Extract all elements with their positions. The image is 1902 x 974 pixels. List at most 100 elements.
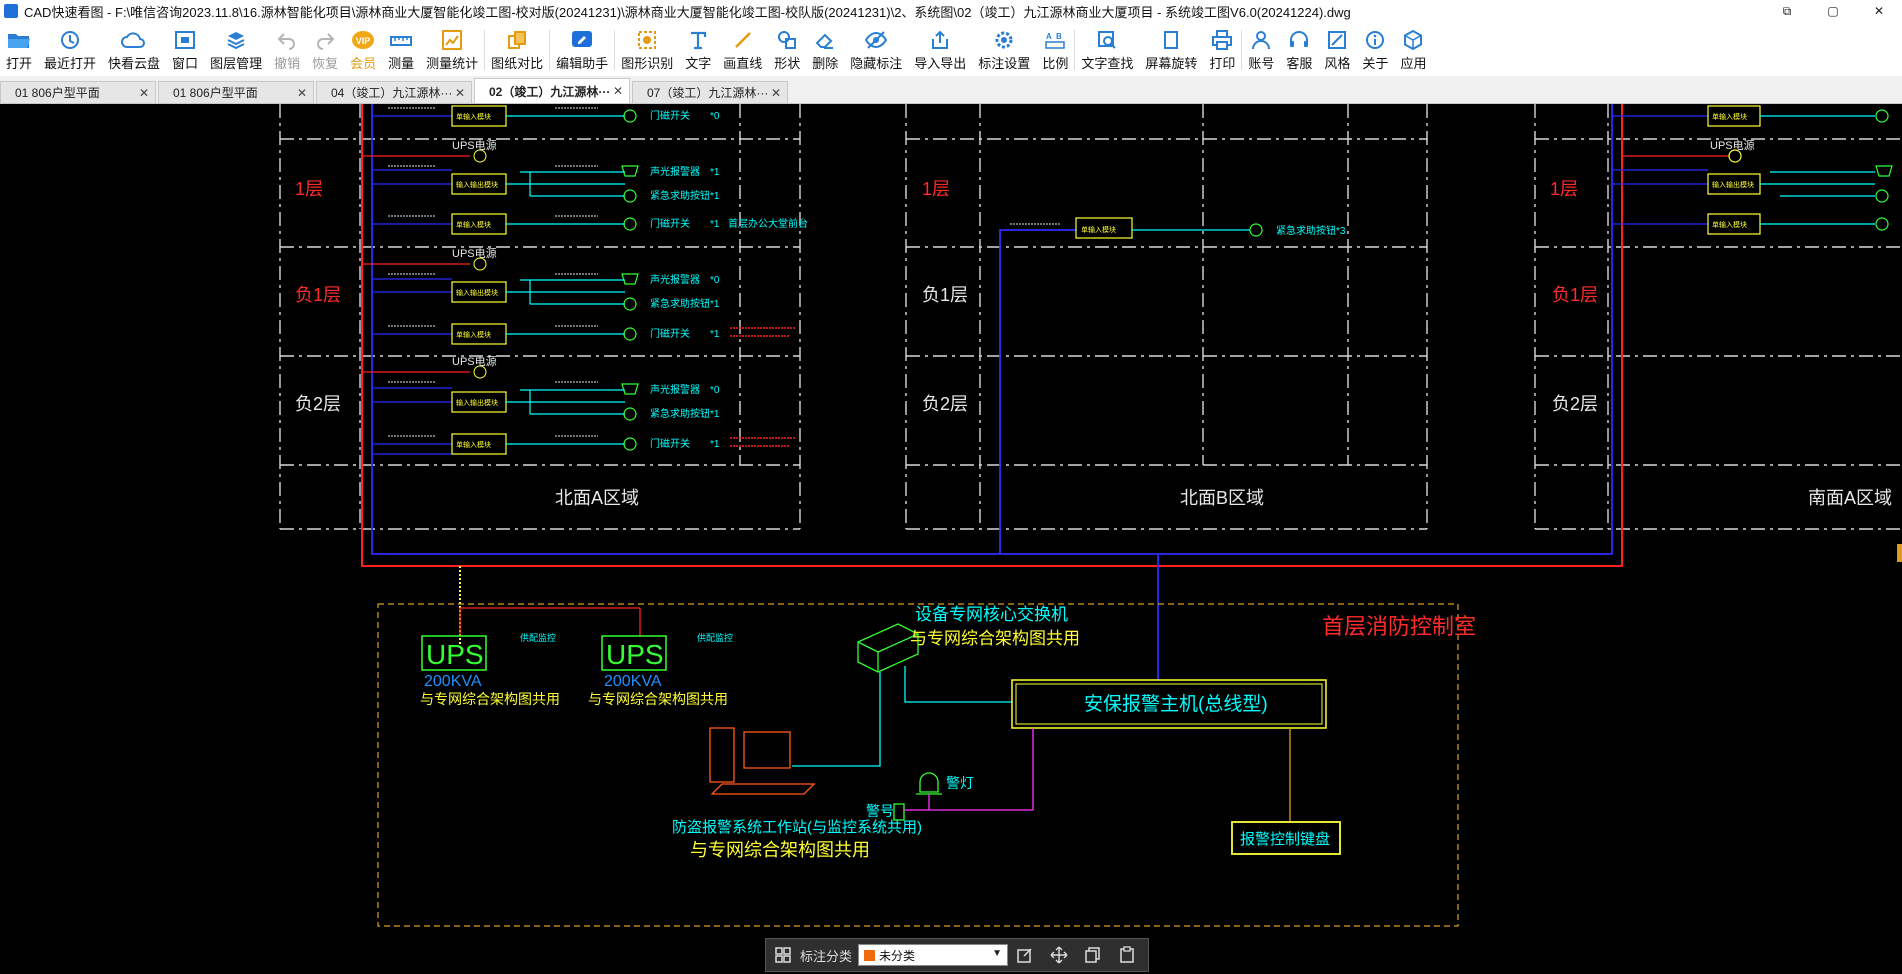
tab-02-drawing-active[interactable]: 02（竣工）九江源林···✕	[474, 78, 630, 103]
svg-text:单输入模块: 单输入模块	[1712, 112, 1747, 121]
svg-text:紧急求助按钮: 紧急求助按钮	[1276, 224, 1336, 237]
draw-line-button[interactable]: 画直线	[717, 22, 768, 76]
svg-text:紧急求助按钮: 紧急求助按钮	[650, 297, 710, 310]
window-button[interactable]: 窗口	[166, 22, 204, 76]
control-room-boundary	[377, 603, 1459, 927]
shape-button[interactable]: 形状	[768, 22, 806, 76]
ruler-icon	[388, 28, 414, 52]
about-button[interactable]: 关于	[1356, 22, 1394, 76]
floor-label-b-b2: 负2层	[922, 394, 968, 414]
core-switch: 设备专网核心交换机 与专网综合架构图共用	[792, 605, 1080, 767]
grid-icon[interactable]	[770, 942, 796, 968]
undo-button[interactable]: 撤销	[268, 22, 306, 76]
device-rows-a: 单输入模块 输入输出模块 单输入模块 输入输出模块 单输入模块 输入输出模块 单…	[362, 105, 808, 455]
account-button[interactable]: 账号	[1242, 22, 1280, 76]
tab-806-plan-1[interactable]: 01 806户型平面✕	[0, 81, 156, 103]
shape-recognize-icon	[634, 28, 660, 52]
svg-text:A: A	[1046, 32, 1052, 41]
import-export-button[interactable]: 导入导出	[908, 22, 972, 76]
measure-stats-icon	[439, 28, 465, 52]
siren: 警号	[866, 803, 930, 821]
svg-text:单输入模块: 单输入模块	[456, 220, 491, 229]
window-title: CAD快速看图 - F:\唯信咨询2023.11.8\16.源林智能化项目\源林…	[24, 4, 1351, 20]
svg-text:紧急求助按钮: 紧急求助按钮	[650, 407, 710, 420]
tab-07-drawing[interactable]: 07（竣工）九江源林···✕	[632, 81, 788, 103]
svg-text:声光报警器: 声光报警器	[650, 383, 700, 396]
text-search-icon	[1094, 28, 1120, 52]
close-window-button[interactable]: ✕	[1873, 4, 1885, 18]
redo-button[interactable]: 恢复	[306, 22, 344, 76]
import-export-icon	[927, 28, 953, 52]
open-button[interactable]: 打开	[0, 22, 38, 76]
svg-text:警号: 警号	[866, 803, 894, 819]
tab-close-icon[interactable]: ✕	[770, 85, 781, 100]
svg-text:声光报警器: 声光报警器	[650, 273, 700, 286]
rotate-screen-button[interactable]: 屏幕旋转	[1139, 22, 1203, 76]
annotation-category-label: 标注分类	[800, 948, 853, 964]
customer-service-button[interactable]: 客服	[1280, 22, 1318, 76]
line-icon	[730, 28, 756, 52]
text-button[interactable]: 文字	[679, 22, 717, 76]
recent-open-button[interactable]: 最近打开	[38, 22, 102, 76]
svg-text:*1: *1	[710, 219, 720, 230]
compare-button[interactable]: 图纸对比	[485, 22, 549, 76]
svg-text:输入输出模块: 输入输出模块	[1712, 180, 1754, 189]
drawing-canvas[interactable]: 1层 负1层 负2层 北面A区域 1层 负1层 负2层 北面B区域 1层 负1层…	[0, 104, 1902, 974]
text-search-button[interactable]: 文字查找	[1075, 22, 1139, 76]
measure-button[interactable]: 测量	[382, 22, 420, 76]
workstation: 防盗报警系统工作站(与监控系统共用) 与专网综合架构图共用	[672, 727, 922, 860]
maximize-button[interactable]: ▢	[1827, 4, 1839, 18]
folder-open-icon	[6, 28, 32, 52]
ups-unit-2: UPS 200KVA 与专网综合架构图共用 供配监控	[588, 632, 733, 707]
layer-manager-button[interactable]: 图层管理	[204, 22, 268, 76]
restore-button[interactable]: ⧉	[1782, 3, 1792, 18]
toolbar-divider	[1241, 30, 1243, 70]
move-icon[interactable]	[1046, 942, 1072, 968]
redo-icon	[312, 28, 338, 52]
svg-text:*1: *1	[710, 167, 720, 178]
svg-text:*1: *1	[710, 191, 720, 202]
svg-text:UPS电源: UPS电源	[452, 246, 497, 260]
style-icon	[1324, 28, 1350, 52]
svg-text:设备专网核心交换机: 设备专网核心交换机	[915, 605, 1068, 624]
toolbar-divider	[549, 30, 551, 70]
annotation-settings-button[interactable]: 标注设置	[972, 22, 1036, 76]
svg-text:*1: *1	[710, 409, 720, 420]
tab-806-plan-2[interactable]: 01 806户型平面✕	[158, 81, 314, 103]
svg-text:单输入模块: 单输入模块	[456, 330, 491, 339]
window-controls: ⧉ ▢ ✕	[1764, 0, 1902, 22]
edit-helper-button[interactable]: 编辑助手	[550, 22, 614, 76]
svg-text:*3: *3	[1336, 226, 1346, 237]
svg-text:单输入模块: 单输入模块	[1712, 220, 1747, 229]
svg-text:紧急求助按钮: 紧急求助按钮	[650, 189, 710, 202]
device-row-b: 单输入模块 紧急求助按钮 *3	[1010, 217, 1346, 239]
annotation-category-select[interactable]: 未分类 ▼	[858, 944, 1009, 966]
floor-label-a-1: 1层	[295, 179, 323, 199]
tab-close-icon[interactable]: ✕	[296, 85, 307, 100]
paste-icon[interactable]	[1114, 942, 1140, 968]
tab-close-icon[interactable]: ✕	[138, 85, 149, 100]
delete-button[interactable]: 删除	[806, 22, 844, 76]
edit-icon[interactable]	[1012, 942, 1038, 968]
shape-recognize-button[interactable]: 图形识别	[615, 22, 679, 76]
headset-icon	[1286, 28, 1312, 52]
apps-button[interactable]: 应用	[1394, 22, 1432, 76]
tab-04-drawing[interactable]: 04（竣工）九江源林···✕	[316, 81, 472, 103]
tab-close-icon[interactable]: ✕	[454, 85, 465, 100]
text-icon	[685, 28, 711, 52]
cloud-drive-button[interactable]: 快看云盘	[102, 22, 166, 76]
copy-icon[interactable]	[1080, 942, 1106, 968]
svg-text:声光报警器: 声光报警器	[650, 165, 700, 178]
chevron-down-icon: ▼	[992, 948, 1003, 959]
annotation-toolbar: 标注分类 未分类 ▼	[765, 938, 1149, 972]
style-button[interactable]: 风格	[1318, 22, 1356, 76]
svg-text:UPS: UPS	[606, 639, 664, 670]
measure-stats-button[interactable]: 测量统计	[420, 22, 484, 76]
print-button[interactable]: 打印	[1203, 22, 1241, 76]
tab-close-icon[interactable]: ✕	[612, 84, 623, 98]
svg-text:输入输出模块: 输入输出模块	[456, 288, 498, 297]
hide-annotation-button[interactable]: 隐藏标注	[844, 22, 908, 76]
